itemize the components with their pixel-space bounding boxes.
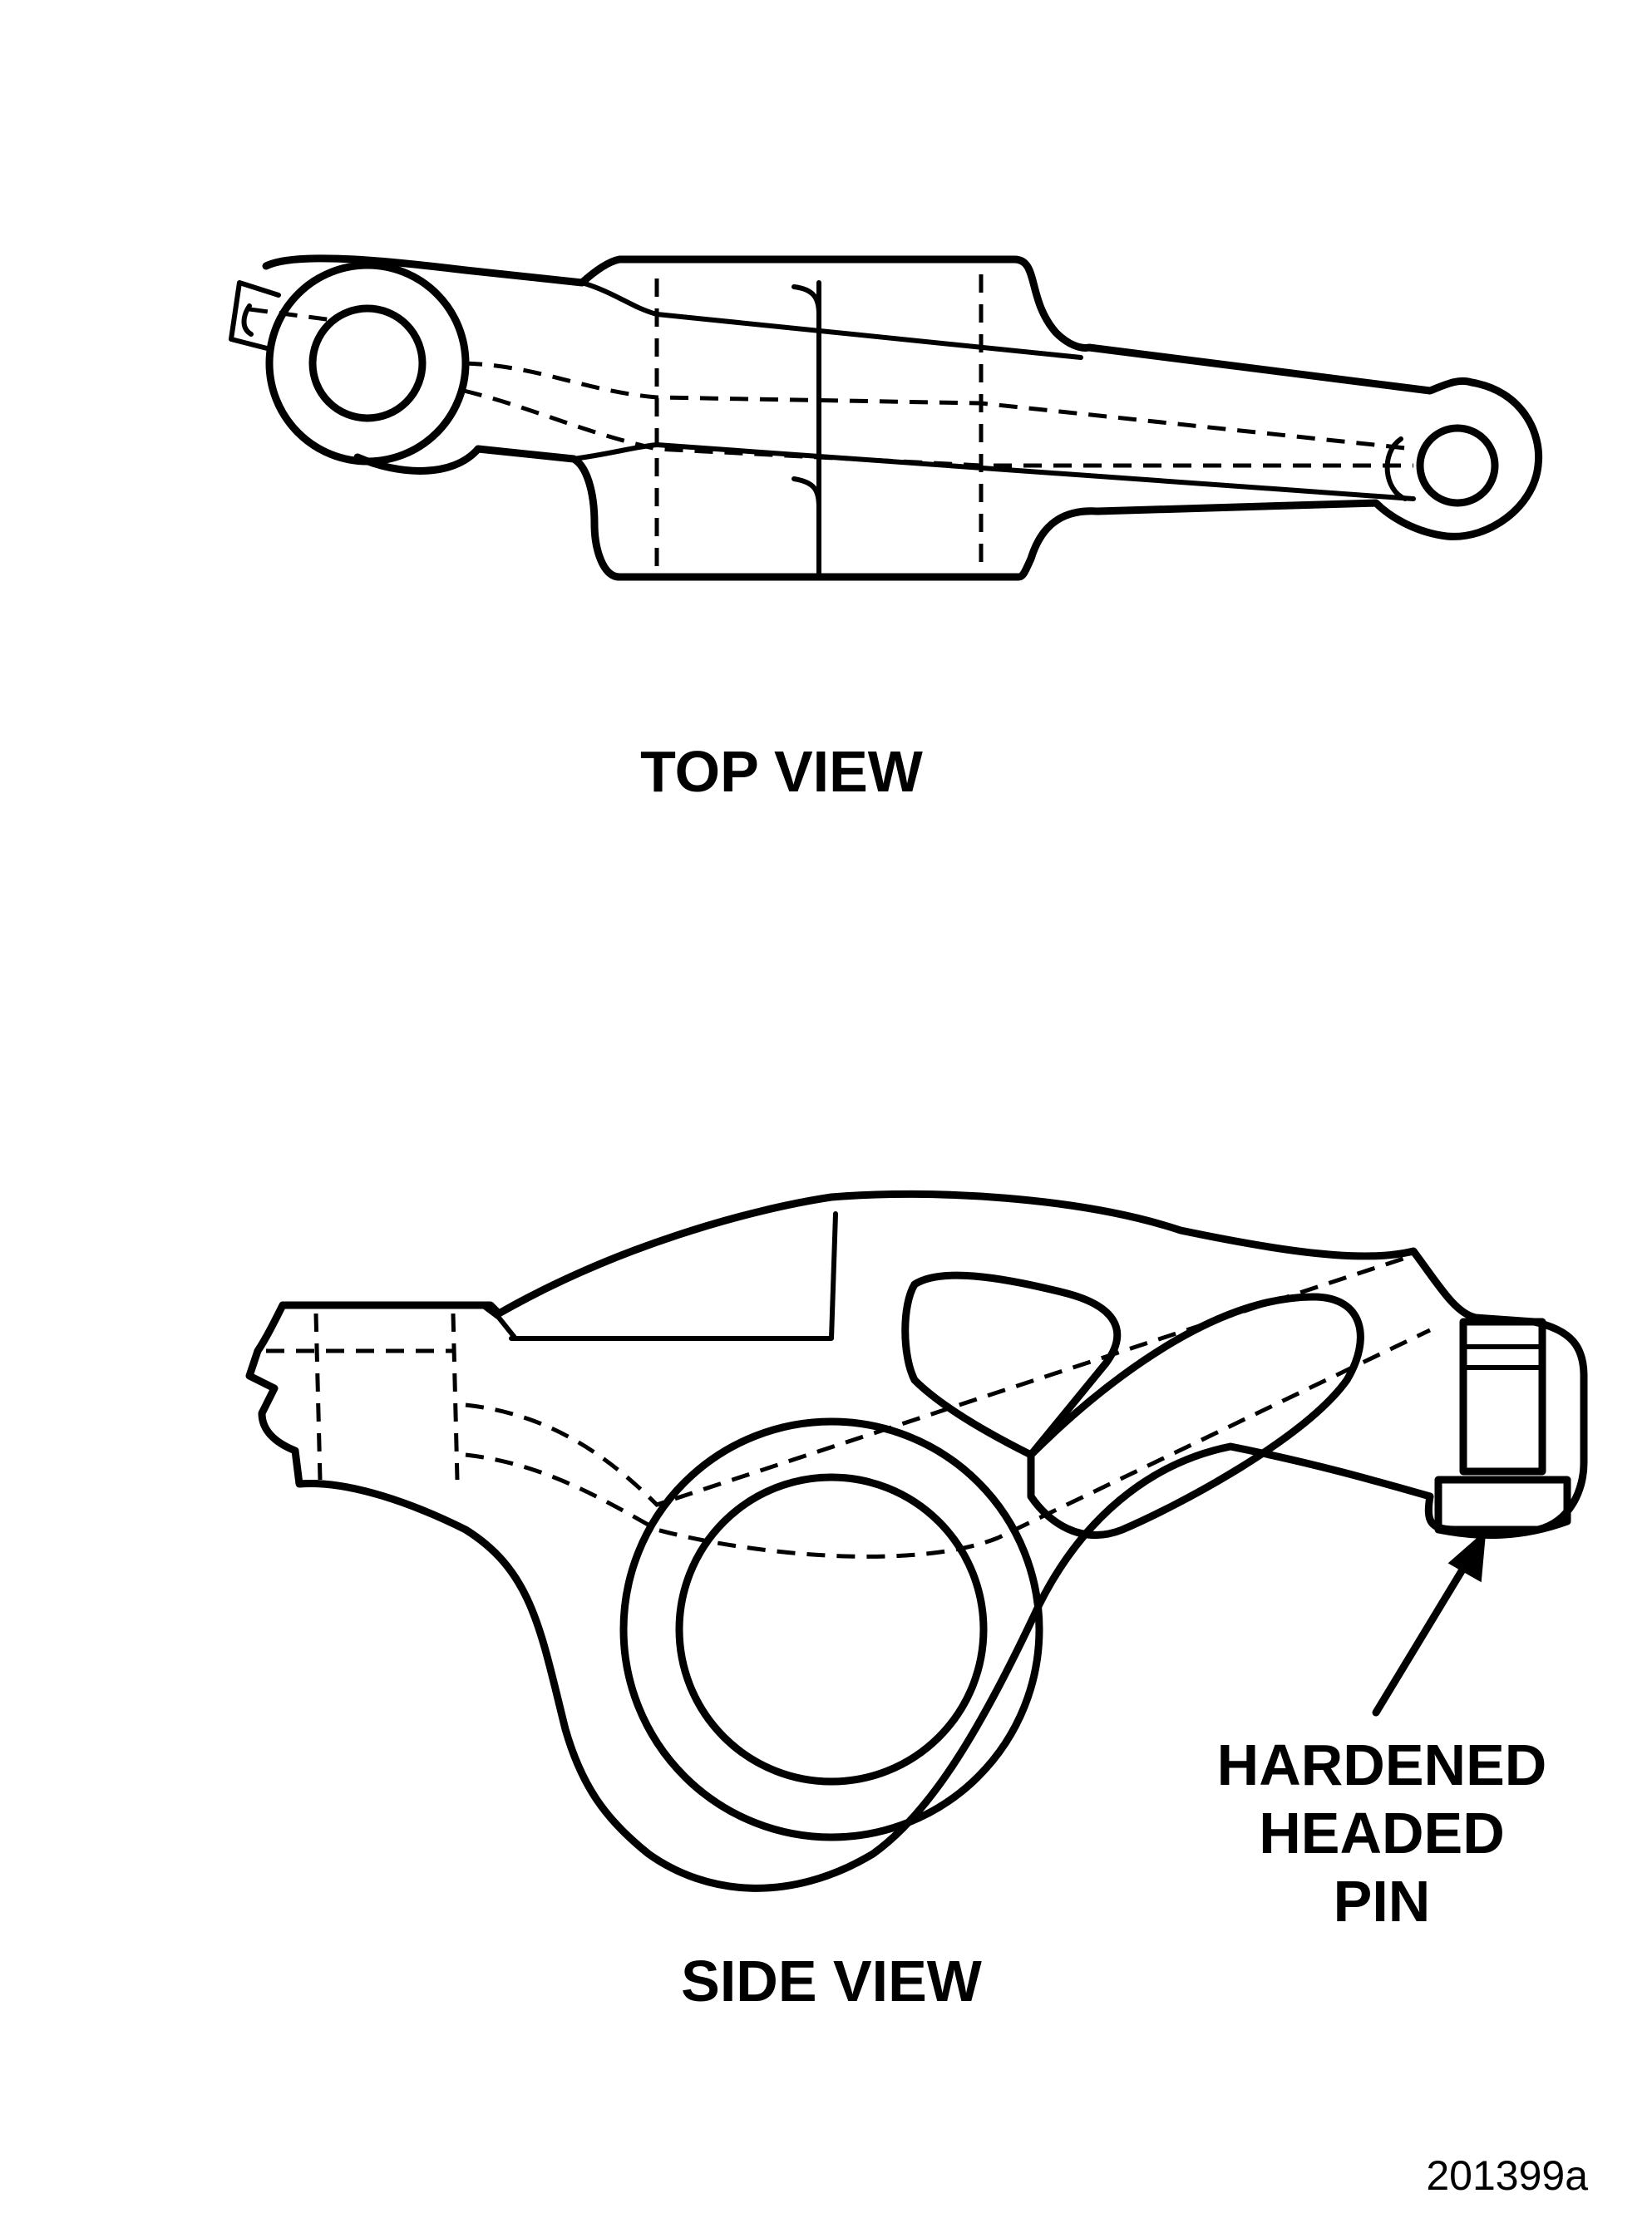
top-view-right-eye-bore xyxy=(1416,424,1499,507)
side-view-hidden-oil-upper xyxy=(465,1253,1414,1507)
top-view-caption: TOP VIEW xyxy=(640,739,923,804)
side-view-hidden-left-bore-a xyxy=(313,1313,323,1481)
pin-callout-arrow-shaft xyxy=(1372,1550,1476,1717)
callout-line-3: PIN xyxy=(1333,1869,1431,1934)
side-view-oil-channel xyxy=(1027,1293,1364,1539)
pin-callout-arrow-head xyxy=(1447,1530,1487,1583)
side-view-hidden-oil-lower xyxy=(465,1328,1432,1559)
top-view-hidden-oil-upper xyxy=(463,361,1414,451)
side-view-pin-body xyxy=(1459,1318,1546,1476)
top-view-body-outline xyxy=(262,254,1543,581)
hardened-headed-pin-callout: HARDENED HEADED PIN xyxy=(1166,1731,1598,1935)
side-view-window xyxy=(901,1271,1122,1459)
side-view-top-pocket xyxy=(509,1211,838,1341)
top-view-left-eye-bore xyxy=(308,304,427,422)
top-view-left-lug-inner xyxy=(241,303,254,337)
side-view-hidden-left-bore-b xyxy=(451,1313,460,1481)
callout-line-2: HEADED xyxy=(1259,1801,1505,1866)
top-view-block-lower-edge xyxy=(571,442,1416,501)
top-view-block-upper-fillet xyxy=(791,284,821,317)
side-view-drawing xyxy=(245,1190,1588,1892)
top-view-hidden-lug xyxy=(249,307,333,323)
top-view-left-eye-outer xyxy=(265,261,470,466)
side-view-pivot-bore xyxy=(675,1473,988,1786)
side-view-caption: SIDE VIEW xyxy=(681,1949,982,2013)
top-view-hidden-oil-lower xyxy=(463,388,1413,468)
top-view-right-eye-boss xyxy=(1384,436,1408,501)
side-view-pivot-outer xyxy=(619,1417,1043,1841)
side-view-pin-head xyxy=(1434,1476,1571,1540)
figure-number: 201399a xyxy=(1426,2152,1588,2199)
side-view-body-outline xyxy=(245,1190,1588,1892)
top-view-left-lug xyxy=(229,280,281,352)
top-view-drawing xyxy=(229,254,1543,581)
side-view-pin-collar xyxy=(1461,1344,1545,1370)
side-view-left-rim xyxy=(280,1303,518,1341)
callout-line-1: HARDENED xyxy=(1216,1732,1547,1797)
pin-callout-arrow xyxy=(1372,1530,1487,1717)
top-view-block-lower-fillet xyxy=(791,476,821,510)
